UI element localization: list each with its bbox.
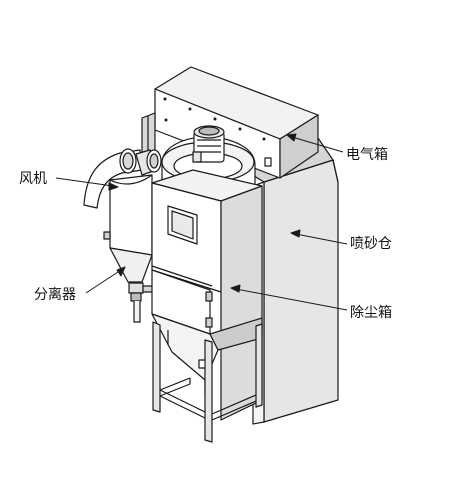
label-fan: 风机 (19, 171, 47, 187)
leader-lines (55, 133, 348, 311)
screw-dots (163, 97, 266, 141)
label-electrical-box: 电气箱 (346, 147, 388, 163)
label-separator: 分离器 (34, 287, 76, 303)
separator (103, 174, 164, 323)
rear-duct (141, 112, 156, 156)
label-dust-box: 除尘箱 (350, 305, 392, 321)
label-blast-chamber: 喷砂仓 (350, 236, 392, 252)
support-stand (152, 321, 263, 443)
fan-duct (83, 148, 162, 209)
